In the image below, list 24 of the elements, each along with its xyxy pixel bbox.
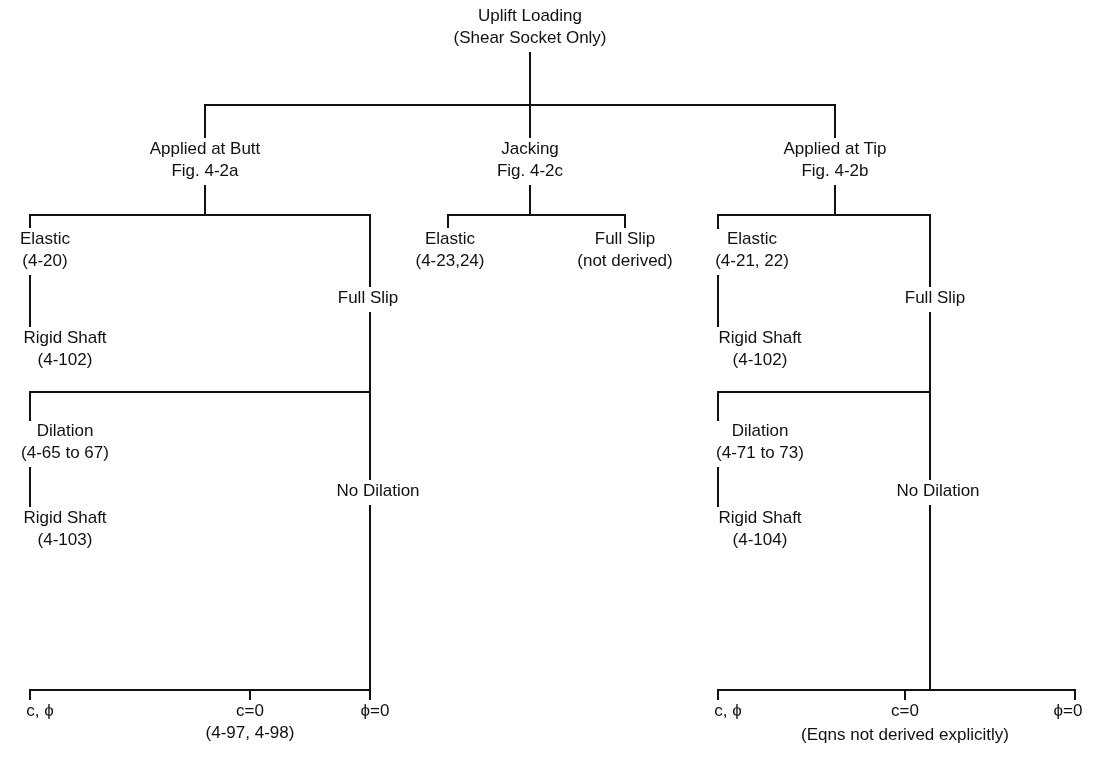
connector-line [29, 466, 31, 509]
connector-line [204, 184, 371, 289]
connector-line [929, 311, 931, 482]
connector-line [929, 504, 1076, 702]
note-text: (Eqns not derived explicitly) [801, 724, 1009, 746]
node-label: c, ϕ [712, 700, 744, 722]
node-label: ϕ=0 [358, 700, 392, 722]
node-label: Jacking [499, 138, 561, 160]
node-label: Rigid Shaft [716, 327, 804, 349]
connector-line [529, 51, 836, 140]
node-label: Rigid Shaft [716, 507, 804, 529]
node-label: Rigid Shaft [21, 507, 109, 529]
connector-line [834, 184, 931, 289]
node-label: ϕ=0 [1051, 700, 1085, 722]
node-label: Applied at Butt [147, 138, 263, 160]
node-label: Applied at Tip [781, 138, 889, 160]
node-label: c, ϕ [24, 700, 56, 722]
connector-line [717, 274, 719, 329]
connector-line [369, 311, 371, 482]
connector-line [369, 504, 371, 702]
node-label: Rigid Shaft [21, 327, 109, 349]
connector-line [717, 466, 719, 509]
connector-line [529, 184, 626, 230]
connector-line [29, 274, 31, 329]
